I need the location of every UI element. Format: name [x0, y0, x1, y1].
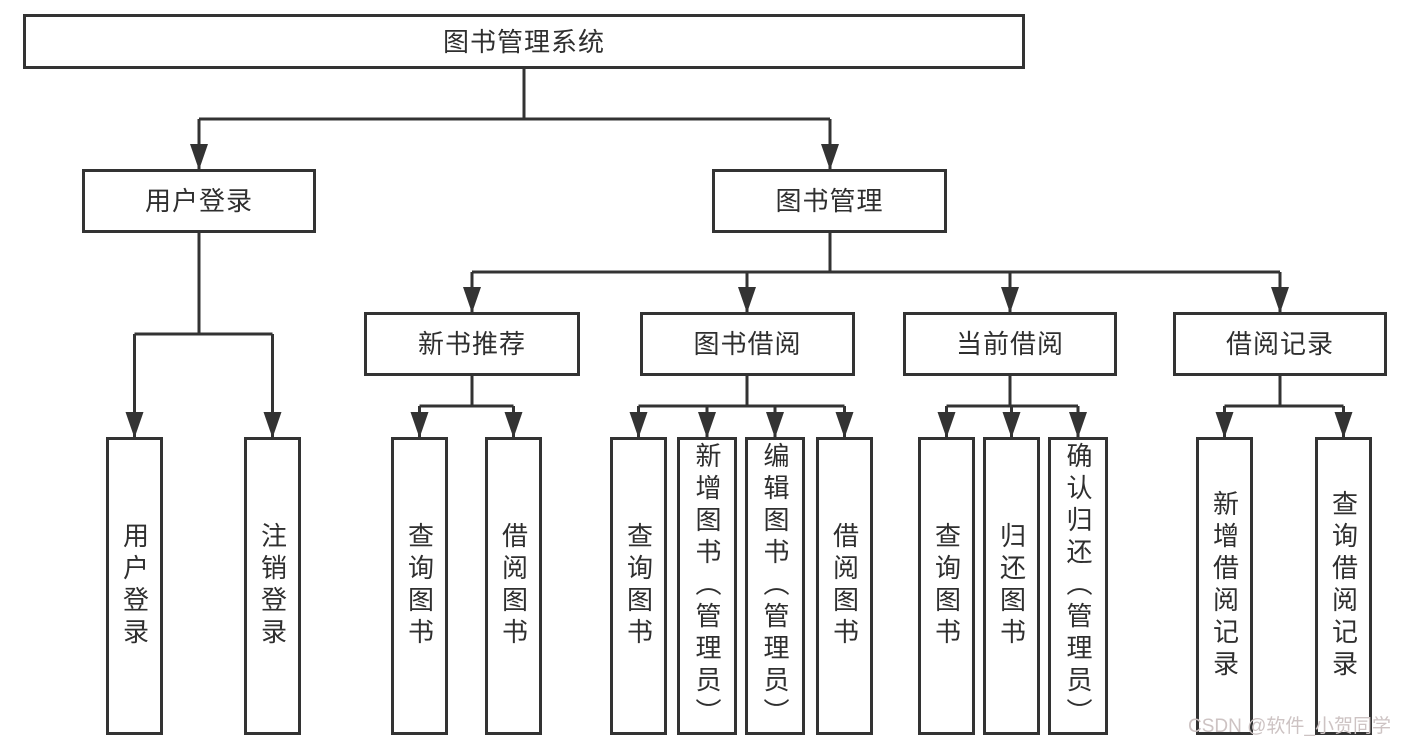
node-label: 查询图书: [931, 522, 962, 650]
node-book-management: 图书管理: [712, 169, 947, 233]
node-root-library-system: 图书管理系统: [23, 14, 1025, 69]
leaf-borrow-books-borrowing: 借阅图书: [816, 437, 873, 735]
node-label: 查询借阅记录: [1328, 490, 1359, 682]
node-label: 图书借阅: [693, 329, 802, 359]
node-label: 新增图书（管理员）: [692, 442, 722, 730]
node-label: 查询图书: [404, 522, 435, 650]
node-new-book-recommend: 新书推荐: [364, 312, 580, 376]
node-label: 归还图书: [996, 522, 1027, 650]
node-label: 借阅图书: [498, 522, 529, 650]
node-label: 借阅记录: [1225, 329, 1334, 359]
node-label: 图书管理: [775, 186, 884, 216]
leaf-add-book-admin: 新增图书（管理员）: [677, 437, 737, 735]
leaf-user-login: 用户登录: [106, 437, 163, 735]
leaf-confirm-return-admin: 确认归还（管理员）: [1048, 437, 1108, 735]
node-label: 查询图书: [623, 522, 654, 650]
leaf-query-books-recommend: 查询图书: [391, 437, 448, 735]
node-borrowing-records: 借阅记录: [1173, 312, 1387, 376]
leaf-add-borrow-record: 新增借阅记录: [1196, 437, 1253, 735]
node-book-borrowing: 图书借阅: [640, 312, 855, 376]
node-label: 用户登录: [144, 186, 253, 216]
leaf-query-borrow-record: 查询借阅记录: [1315, 437, 1372, 735]
node-user-login: 用户登录: [82, 169, 316, 233]
leaf-return-book: 归还图书: [983, 437, 1040, 735]
node-label: 新书推荐: [417, 329, 526, 359]
node-current-borrowing: 当前借阅: [903, 312, 1117, 376]
node-label: 当前借阅: [955, 329, 1064, 359]
node-label: 注销登录: [257, 522, 288, 650]
node-label: 编辑图书（管理员）: [760, 442, 790, 730]
leaf-query-books-borrowing: 查询图书: [610, 437, 667, 735]
node-label: 确认归还（管理员）: [1063, 442, 1093, 730]
csdn-watermark: CSDN @软件_小贺同学: [1188, 716, 1391, 737]
node-label: 新增借阅记录: [1209, 490, 1240, 682]
node-label: 借阅图书: [829, 522, 860, 650]
node-label: 用户登录: [119, 522, 150, 650]
leaf-logout: 注销登录: [244, 437, 301, 735]
leaf-query-books-current: 查询图书: [918, 437, 975, 735]
leaf-edit-book-admin: 编辑图书（管理员）: [745, 437, 805, 735]
leaf-borrow-books-recommend: 借阅图书: [485, 437, 542, 735]
node-label: 图书管理系统: [442, 26, 605, 57]
